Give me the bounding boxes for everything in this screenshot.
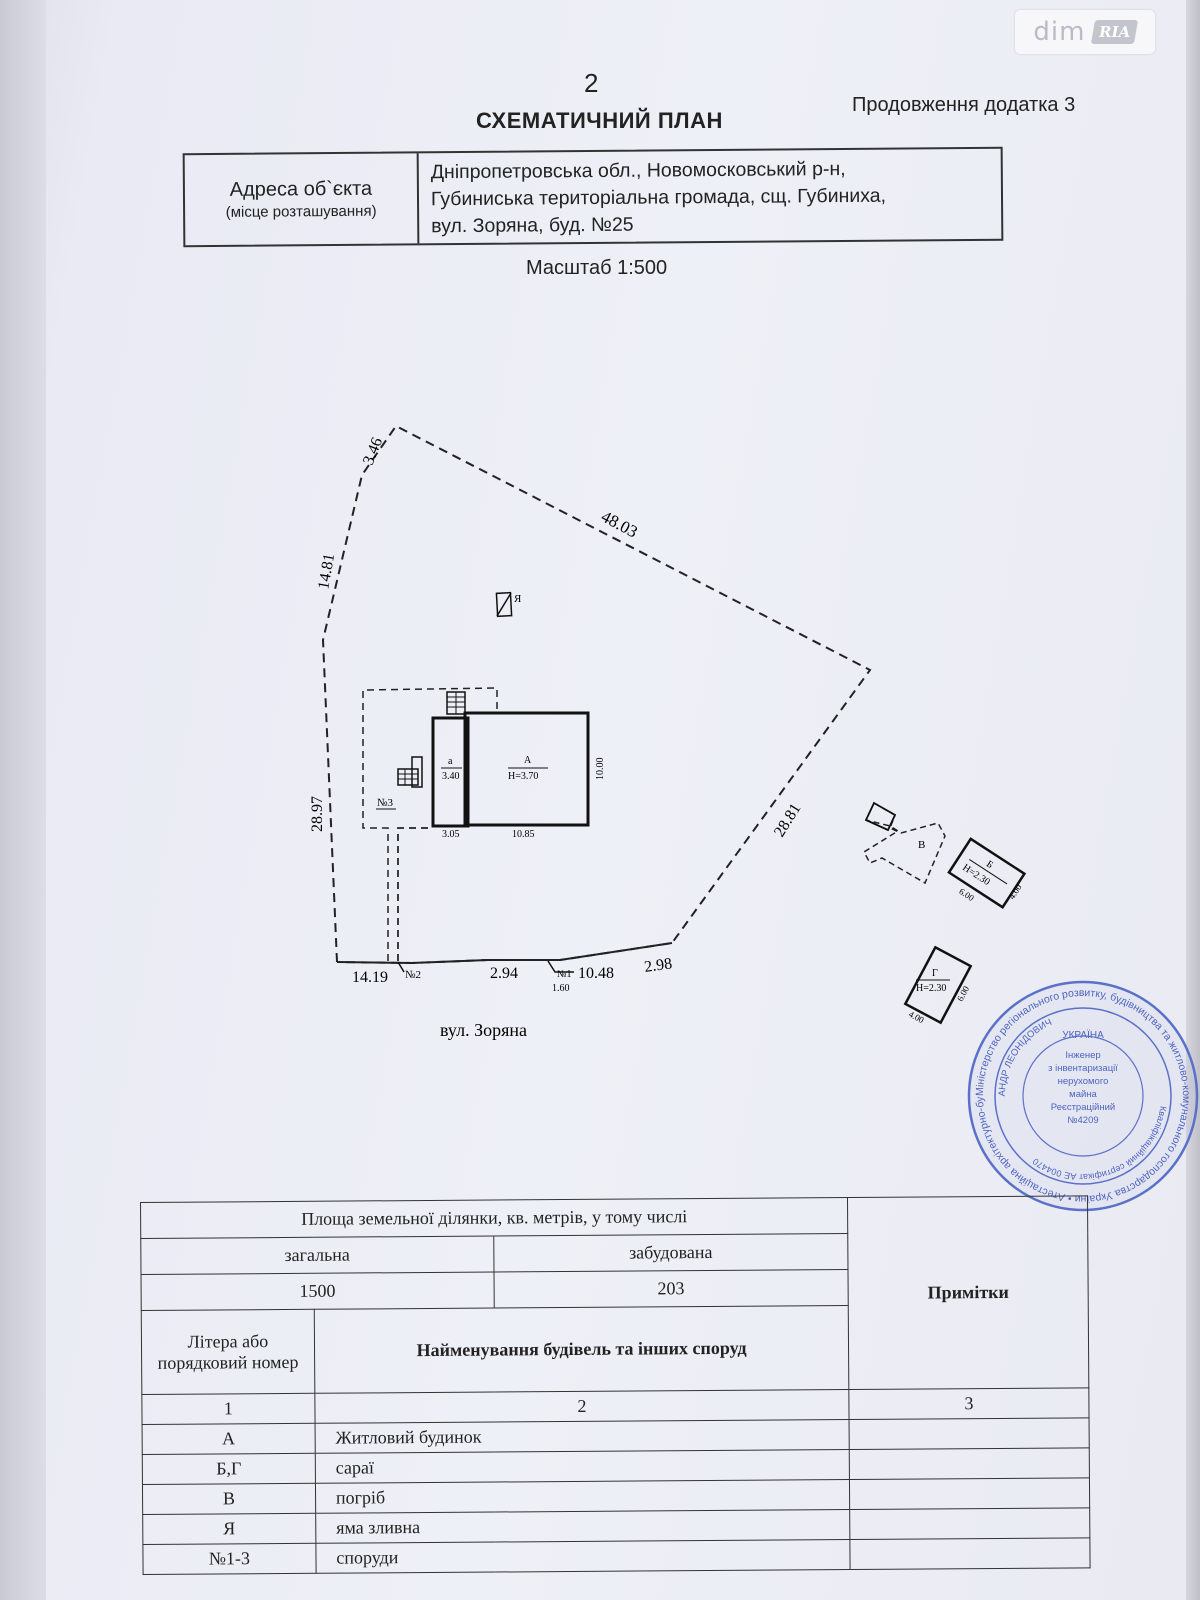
structure-size: 1.60	[552, 983, 570, 994]
appendix-note: Продовження додатка 3	[852, 94, 1076, 116]
extension-size: 3.40	[442, 771, 460, 782]
row-note	[849, 1477, 1090, 1510]
building-a	[463, 711, 590, 827]
row-note	[849, 1447, 1090, 1480]
page-number: 2	[584, 68, 599, 98]
stamp-line: майна	[1069, 1089, 1097, 1100]
row-note	[850, 1537, 1091, 1570]
row-letter: Я	[142, 1513, 316, 1545]
row-name: погріб	[315, 1479, 850, 1514]
boundary-length: 10.48	[578, 965, 614, 982]
row-note	[849, 1417, 1090, 1450]
building-depth: 10.00	[595, 758, 606, 781]
pit-letter: Я	[514, 593, 522, 605]
extension-letter: а	[448, 756, 453, 767]
boundary-length: 3.46	[360, 435, 386, 467]
row-letter: В	[142, 1483, 316, 1515]
total-area-label: загальна	[140, 1236, 494, 1275]
stamp-country: УКРАЇНА	[1062, 1029, 1104, 1041]
barn-side: 4.00	[907, 1009, 926, 1025]
official-stamp: Міністерство регіонального розвитку, буд…	[965, 978, 1199, 1212]
row-name: Житловий будинок	[314, 1419, 850, 1454]
row-note	[849, 1507, 1090, 1540]
binding-shadow	[0, 0, 46, 1600]
stamp-line: Інженер	[1065, 1050, 1100, 1061]
boundary-length: 2.94	[490, 965, 518, 982]
stamp-line: з інвентаризації	[1048, 1063, 1118, 1074]
stairs-side	[397, 756, 423, 788]
row-letter: Б,Г	[142, 1453, 316, 1485]
watermark-logo: dim RIA	[1015, 10, 1155, 54]
col1-header: Літера або порядковий номер	[141, 1309, 315, 1395]
building-letter: А	[524, 755, 532, 766]
extension-a	[431, 716, 470, 828]
boundary-length: 28.81	[771, 801, 804, 841]
stairs-top	[446, 691, 466, 715]
yard-outline	[397, 827, 430, 961]
built-area-label: забудована	[493, 1233, 849, 1273]
cellar-v-entrance	[864, 801, 897, 832]
page-edge-shadow	[1186, 0, 1200, 1600]
area-title: Площа земельної ділянки, кв. метрів, у т…	[140, 1197, 848, 1239]
boundary-length: 14.81	[315, 552, 338, 590]
cellar-v	[863, 801, 946, 885]
structure-label: №2	[405, 969, 421, 981]
built-area-value: 203	[493, 1269, 849, 1309]
stamp-line: Реєстраційний	[1051, 1102, 1115, 1113]
barn-side: 4.00	[1007, 882, 1024, 901]
barn-g	[903, 945, 973, 1025]
boundary-length: 48.03	[598, 507, 641, 542]
barn-height: Н=2.30	[916, 983, 946, 994]
col-number: 1	[141, 1393, 315, 1425]
street-label: вул. Зоряна	[440, 1020, 527, 1040]
cellar-letter: В	[918, 839, 925, 851]
plot-boundary	[321, 424, 872, 965]
row-name: споруди	[315, 1539, 851, 1574]
total-area-value: 1500	[141, 1272, 494, 1311]
boundary-length: 14.19	[352, 969, 388, 986]
barn-b: Б Н=2.30 6.00 4.00	[947, 837, 1027, 910]
summary-table: Площа земельної ділянки, кв. метрів, у т…	[140, 1195, 1091, 1575]
building-height: Н=3.70	[508, 771, 538, 782]
table-row: №1-3 споруди	[142, 1537, 1091, 1575]
pit-ya: Я	[495, 591, 522, 618]
structure-label: №1	[557, 969, 572, 980]
row-letter: А	[142, 1423, 316, 1455]
row-name: сараї	[315, 1449, 850, 1484]
row-name: яма зливна	[315, 1509, 851, 1544]
col2-header: Найменування будівель та інших споруд	[314, 1305, 850, 1394]
watermark-dim: dim	[1033, 17, 1086, 47]
gate-n1	[547, 960, 574, 973]
yard-outline	[397, 827, 430, 961]
notes-header: Примітки	[847, 1195, 1089, 1390]
barn-letter: Г	[932, 968, 938, 979]
boundary-length: 28.97	[309, 796, 326, 832]
col-number: 2	[314, 1389, 850, 1424]
stamp-line: №4209	[1067, 1115, 1098, 1126]
boundary-length: 2.98	[643, 955, 673, 976]
street-fence	[336, 942, 673, 965]
extension-width: 3.05	[442, 829, 460, 840]
col-number: 3	[849, 1387, 1090, 1420]
structure-label: №3	[377, 797, 393, 809]
barn-letter: Б	[984, 859, 995, 871]
building-width: 10.85	[512, 829, 535, 840]
stamp-line: нерухомого	[1058, 1076, 1109, 1087]
page-title: СХЕМАТИЧНИЙ ПЛАН	[476, 108, 723, 133]
scale-label: Масштаб 1:500	[526, 257, 668, 279]
yard-outline	[362, 687, 498, 961]
row-letter: №1-3	[142, 1543, 316, 1575]
